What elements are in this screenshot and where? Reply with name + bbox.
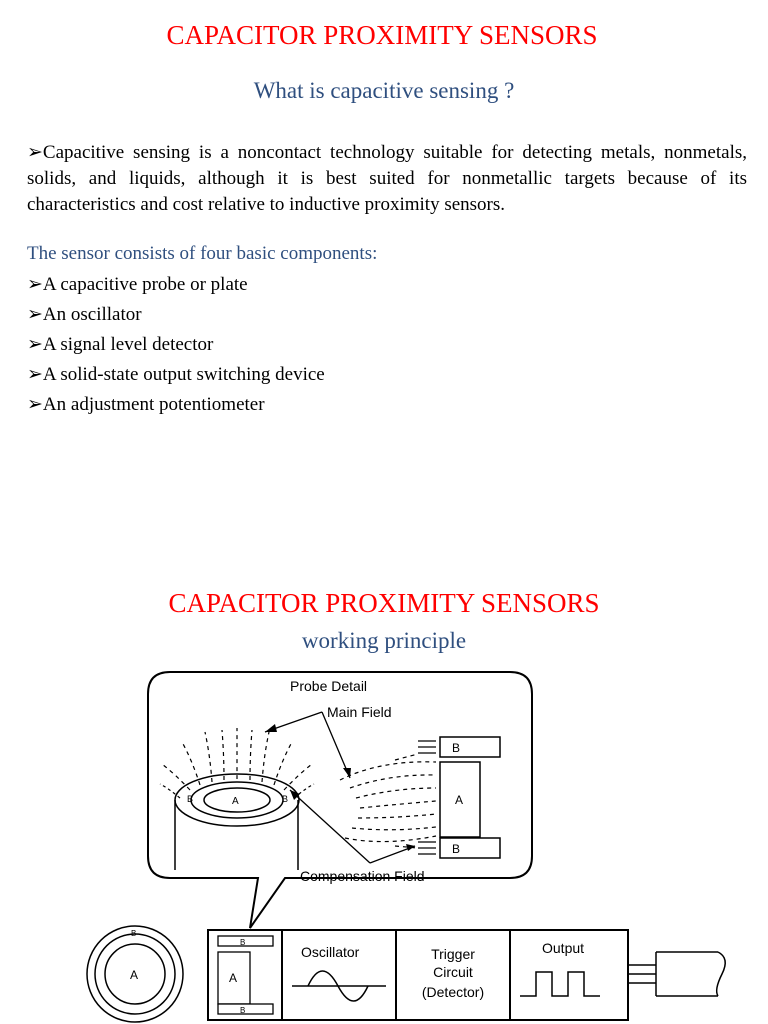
block-label-b-bottom: B	[240, 1006, 245, 1015]
main-field-lines	[161, 728, 313, 791]
probe-detail-callout	[147, 671, 533, 929]
pointer-arrowheads	[265, 724, 415, 851]
list-item: ➢A signal level detector	[27, 334, 214, 355]
side-field-lines	[339, 753, 437, 849]
probe-label-a: A	[232, 796, 239, 807]
probe-face-view	[86, 925, 184, 1023]
block-plates	[217, 935, 274, 1015]
probe-detail-label: Probe Detail	[290, 678, 367, 694]
probe-cylinder	[174, 773, 300, 870]
sine-wave-icon	[292, 970, 386, 1002]
plate-label-b-top: B	[452, 741, 460, 755]
plate-label-b-bottom: B	[452, 842, 460, 856]
trigger-label-2: Circuit	[433, 964, 473, 980]
square-wave-icon	[520, 971, 600, 997]
slide-title-2: CAPACITOR PROXIMITY SENSORS	[168, 588, 600, 618]
list-item: ➢An oscillator	[27, 304, 142, 325]
probe-label-b-right: B	[282, 794, 288, 804]
face-label-b: B	[131, 929, 136, 938]
block-label-a: A	[229, 971, 237, 985]
components-list: ➢A capacitive probe or plate ➢An oscilla…	[27, 272, 325, 422]
block-diagram	[207, 929, 629, 1021]
output-label: Output	[542, 940, 584, 956]
slide-subtitle: What is capacitive sensing ?	[253, 78, 515, 103]
slide-subtitle-2: working principle	[301, 628, 467, 653]
list-item: ➢An adjustment potentiometer	[27, 394, 265, 415]
trigger-label-1: Trigger	[431, 946, 475, 962]
intro-paragraph: ➢Capacitive sensing is a noncontact tech…	[27, 142, 747, 215]
trigger-label-3: (Detector)	[422, 984, 484, 1000]
slide-title: CAPACITOR PROXIMITY SENSORS	[166, 20, 598, 50]
side-plates	[439, 736, 501, 859]
face-label-a: A	[130, 968, 138, 982]
probe-label-b-left: B	[187, 794, 193, 804]
sensor-diagram: B A B B A B Probe	[86, 671, 726, 1023]
oscillator-label: Oscillator	[301, 944, 360, 960]
plate-label-a: A	[455, 793, 463, 807]
list-item: ➢A capacitive probe or plate	[27, 274, 248, 295]
plate-field-lines	[418, 740, 436, 855]
compensation-field-label: Compensation Field	[300, 868, 425, 884]
output-cable	[628, 951, 726, 997]
components-heading: The sensor consists of four basic compon…	[27, 243, 378, 264]
main-field-label: Main Field	[327, 704, 392, 720]
block-label-b-top: B	[240, 938, 245, 947]
list-item: ➢A solid-state output switching device	[27, 364, 325, 385]
